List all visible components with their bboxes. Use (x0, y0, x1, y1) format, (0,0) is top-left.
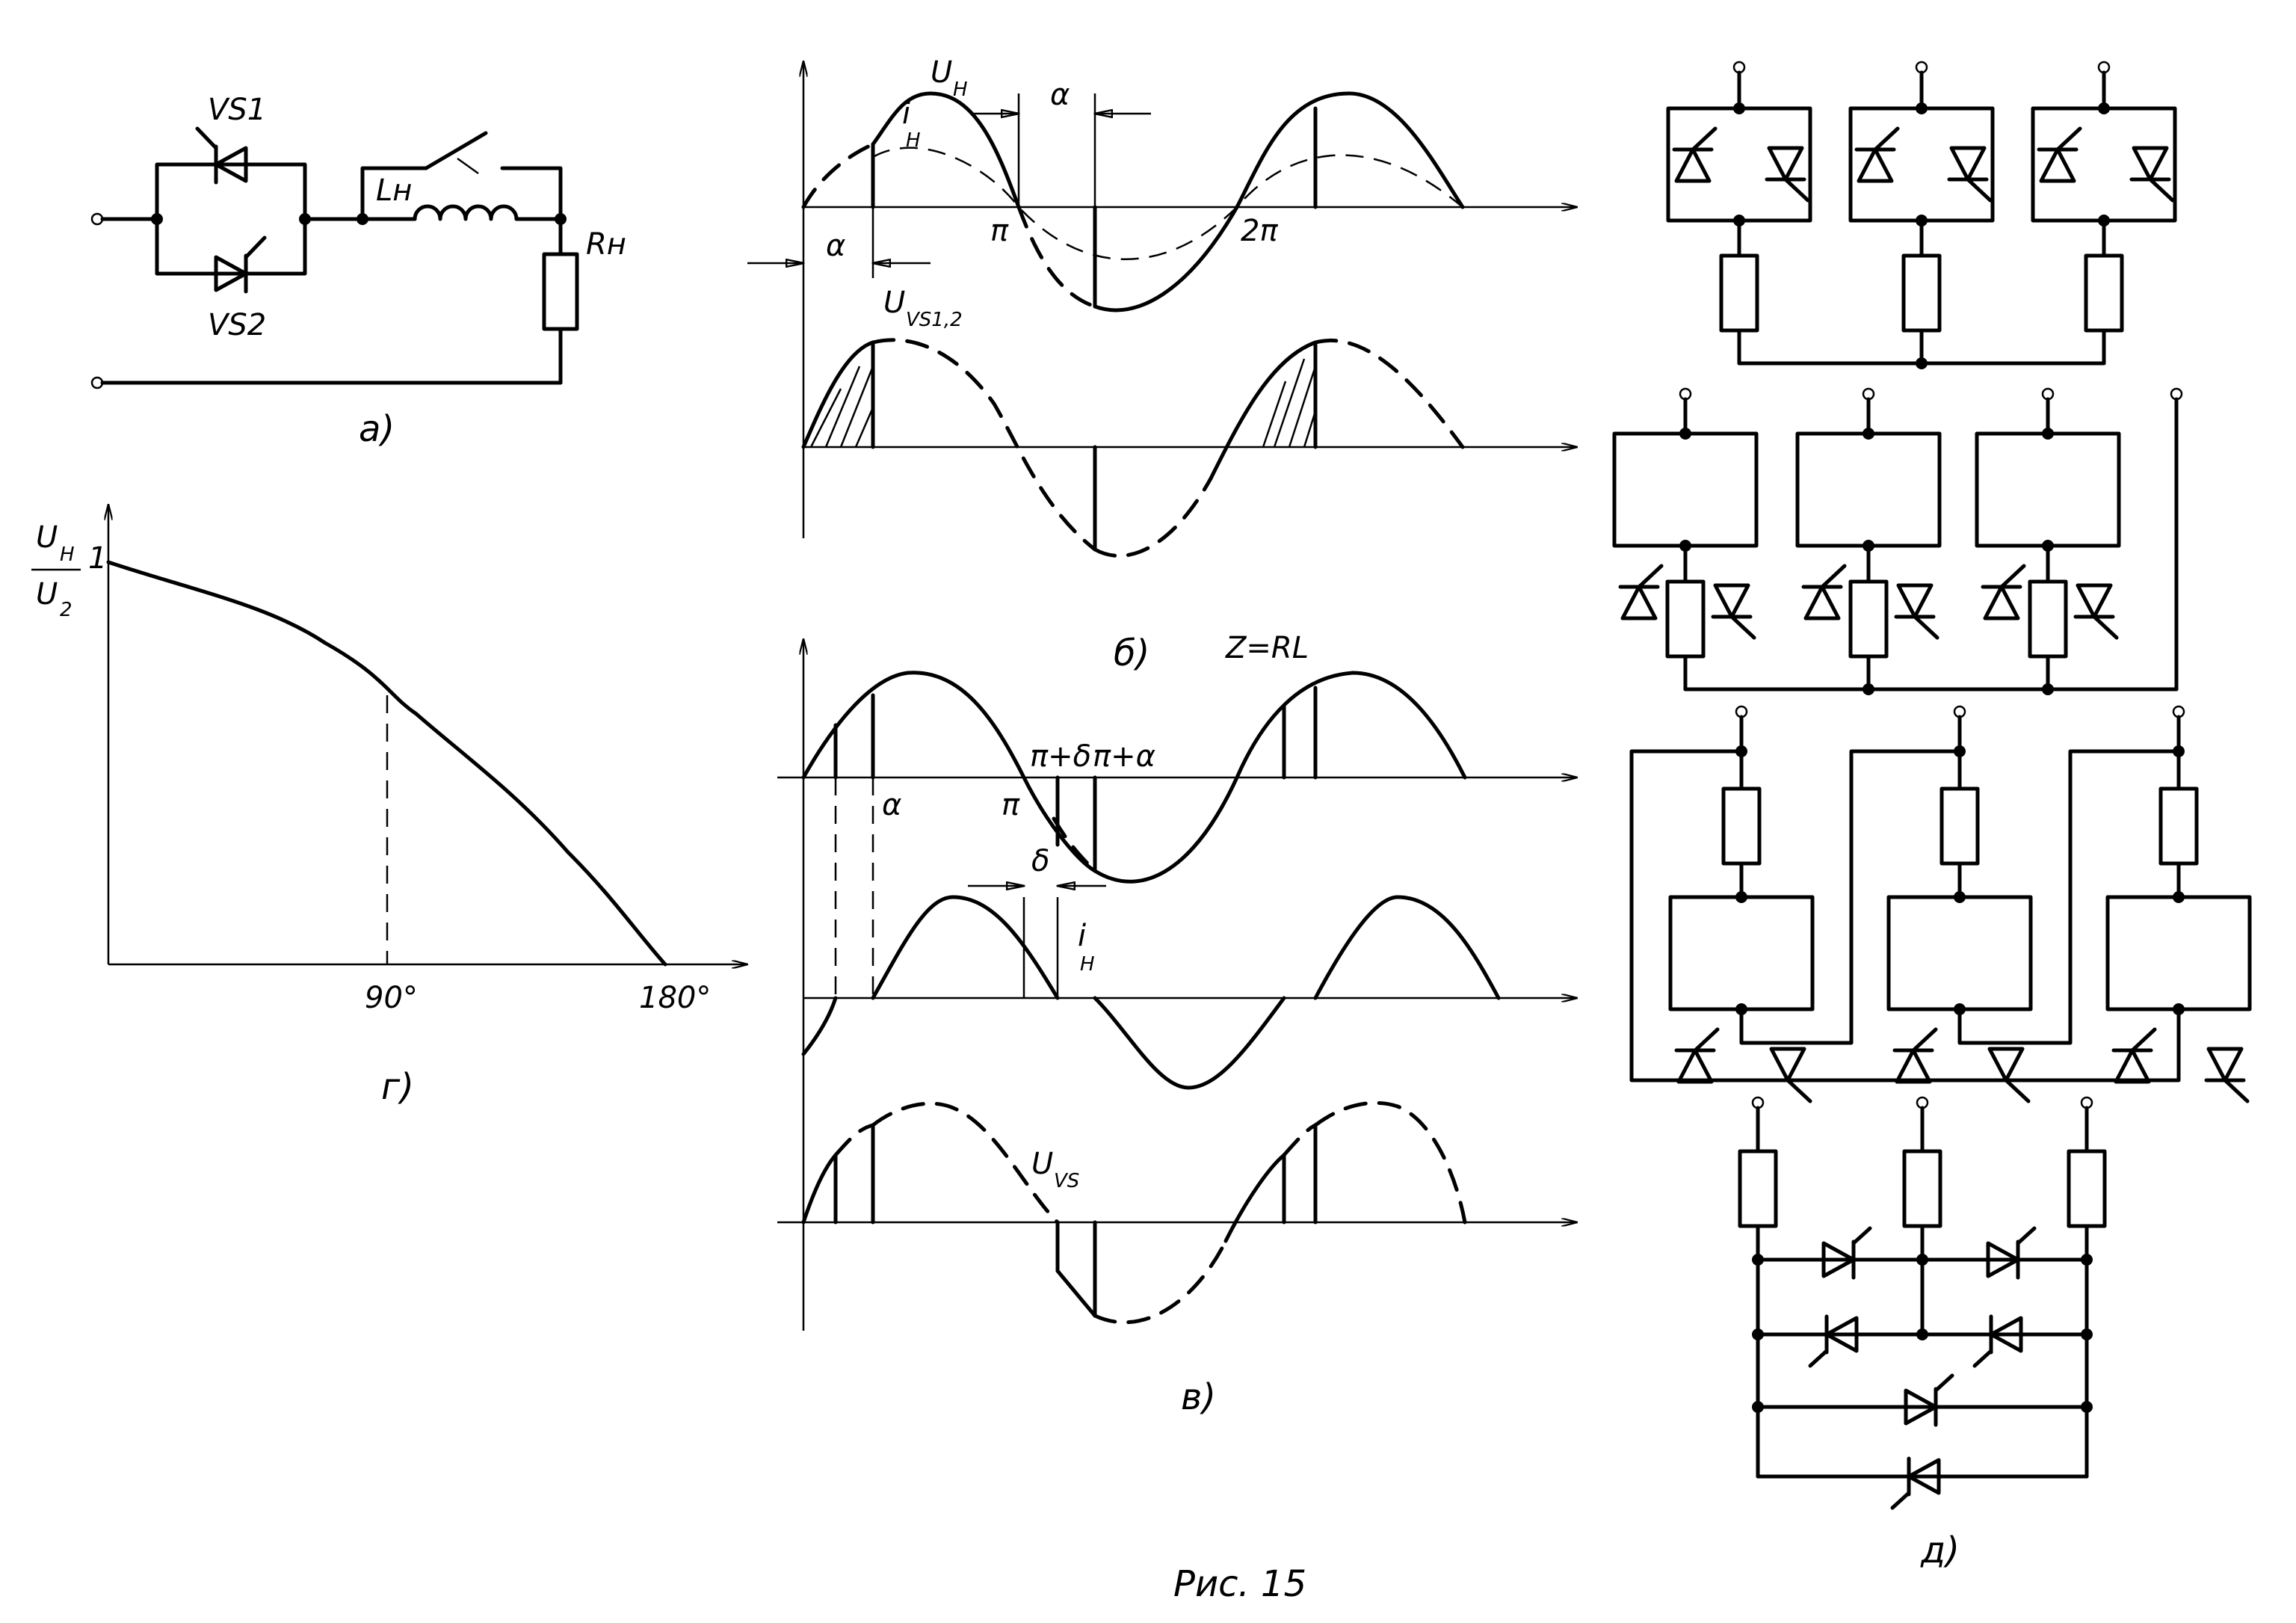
delta-label: δ (1031, 844, 1049, 878)
caption-g: г) (381, 1066, 414, 1108)
two-pi-label-b: 2π (1241, 214, 1278, 248)
y-label-denominator: U (36, 577, 58, 612)
x-tick-180: 180° (639, 981, 711, 1015)
pi-alpha-label: π+α (1093, 739, 1155, 774)
alpha-label-v: α (882, 788, 901, 822)
thyristor-vs2-symbol (214, 235, 267, 294)
vs1-label: VS1 (208, 93, 266, 127)
y-tick-1: 1 (88, 541, 107, 576)
impedance-label: Z=RL (1225, 631, 1309, 665)
thyristor-vs1-symbol (195, 126, 248, 185)
schemes-d: д) (1614, 61, 2250, 1571)
u-h-sub: Н (953, 78, 968, 101)
x-tick-90: 90° (365, 981, 418, 1015)
scheme-1 (1668, 61, 2175, 369)
graph-g: U Н U 2 1 90° 180° г) (31, 505, 747, 1108)
graph-b: U Н i Н α α π 2π (747, 55, 1577, 674)
u-vs12-label: U (883, 286, 905, 320)
figure-caption: Рис. 15 (1173, 1563, 1306, 1605)
graph-v: π+δ π+α α π δ i Н U VS в) (777, 639, 1577, 1418)
load-resistor (542, 252, 579, 331)
circuit-a: VS1 VS2 Lн Rн а) (90, 93, 626, 450)
alpha-left: α (826, 229, 845, 263)
u-vs-label: U (1031, 1147, 1053, 1181)
scheme-4 (1738, 1096, 2107, 1508)
alpha-top: α (1050, 78, 1070, 112)
hatch-region-2 (1262, 358, 1317, 448)
y-label-numerator-sub: Н (60, 543, 75, 566)
scheme-2 (1614, 387, 2183, 695)
inductor-label: Lн (376, 173, 412, 208)
caption-b: б) (1114, 632, 1149, 674)
u-vs12-sub: VS1,2 (906, 309, 963, 331)
y-label-numerator: U (36, 520, 58, 555)
load-resistor-label: Rн (586, 227, 626, 262)
u-h-label: U (931, 55, 952, 90)
pi-label-v: π (1002, 788, 1020, 822)
scheme-3 (1629, 705, 2250, 1101)
vs2-label: VS2 (208, 308, 266, 342)
y-label-denominator-sub: 2 (60, 599, 72, 621)
hatch-region-1 (809, 366, 874, 448)
caption-d: д) (1920, 1530, 1960, 1571)
u-vs-sub: VS (1054, 1170, 1079, 1192)
caption-v: в) (1181, 1376, 1216, 1418)
i-h-label: i (902, 96, 910, 131)
i-h-sub-v: Н (1080, 953, 1095, 976)
pi-delta-label: π+δ (1030, 739, 1091, 774)
i-h-sub: Н (906, 129, 921, 152)
inductor-symbol (413, 204, 519, 221)
caption-a: а) (359, 408, 395, 450)
voltage-ratio-curve (106, 560, 667, 967)
i-h-label-v: i (1078, 919, 1086, 953)
pi-label-b: π (990, 214, 1009, 248)
